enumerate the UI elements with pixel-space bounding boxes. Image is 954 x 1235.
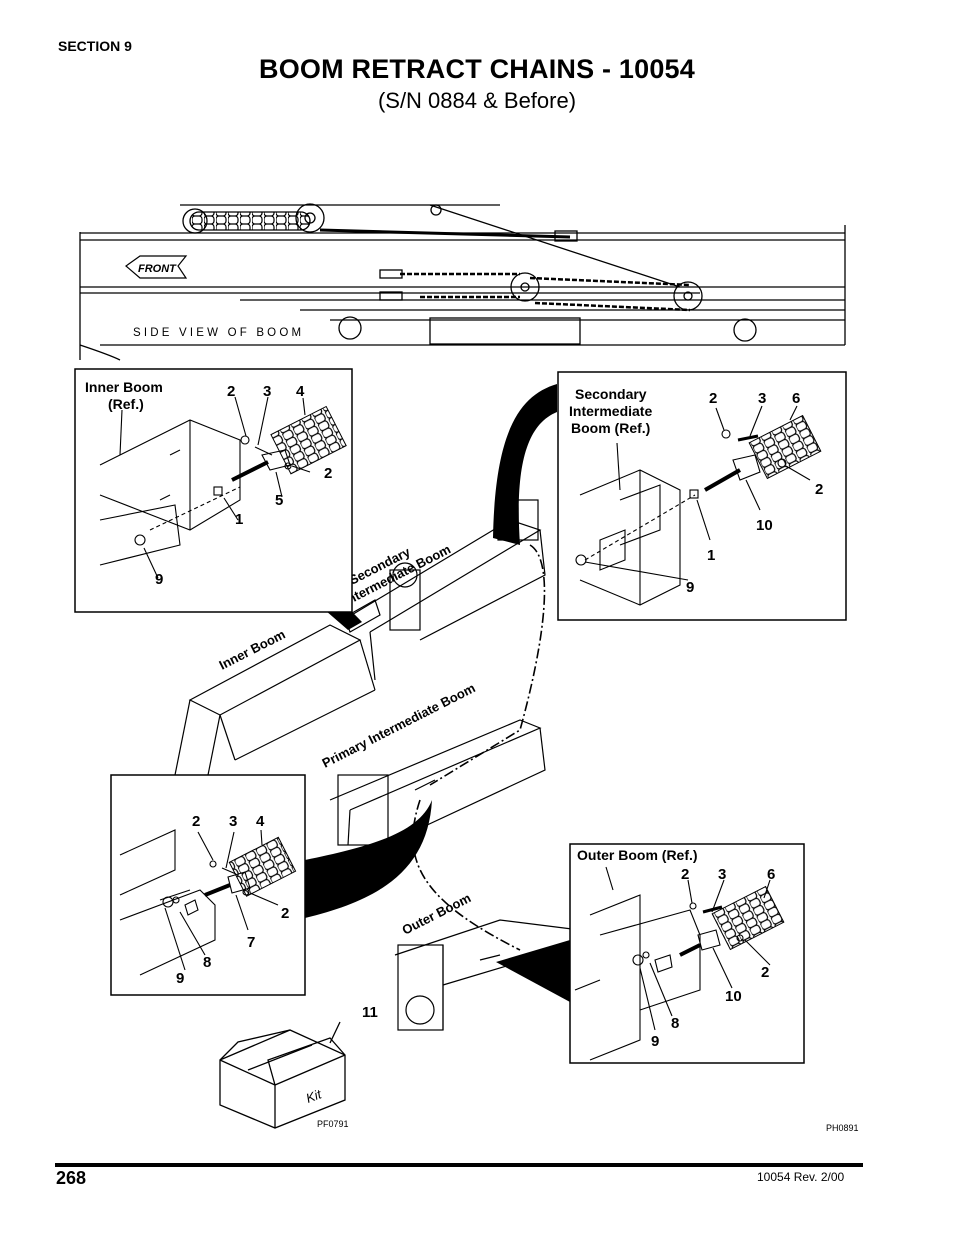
connector-primary bbox=[305, 800, 432, 918]
page-subtitle: (S/N 0884 & Before) bbox=[377, 88, 577, 113]
callout: 1 bbox=[235, 511, 243, 528]
boom-assembly-iso bbox=[174, 499, 581, 1031]
front-arrow-icon bbox=[125, 255, 188, 279]
side-view-of-boom bbox=[79, 203, 846, 361]
detail-inner-title-line2: (Ref.) bbox=[108, 396, 144, 412]
kit-box-icon bbox=[219, 1021, 346, 1129]
detail-inner-boom: Inner Boom (Ref.) 2 3 4 2 5 1 9 bbox=[74, 368, 353, 613]
detail-inner-title-line1: Inner Boom bbox=[85, 379, 163, 395]
callout: 9 bbox=[155, 571, 163, 588]
callout: 2 bbox=[324, 465, 332, 482]
detail-secondary-title-line3: Boom (Ref.) bbox=[571, 420, 650, 436]
label-primary-intermediate-boom: Primary Intermediate Boom bbox=[320, 680, 478, 770]
connector-secondary bbox=[493, 384, 557, 545]
detail-outer-title: Outer Boom (Ref.) bbox=[577, 847, 698, 863]
callout: 2 bbox=[281, 905, 289, 922]
callout: 3 bbox=[229, 813, 237, 830]
callout: 10 bbox=[756, 517, 773, 534]
detail-secondary-intermediate-boom: Secondary Intermediate Boom (Ref.) 2 3 6… bbox=[557, 371, 847, 621]
front-label: FRONT bbox=[138, 263, 177, 275]
page-title: BOOM RETRACT CHAINS - 10054 bbox=[259, 54, 695, 84]
figure-code: PH0891 bbox=[826, 1123, 859, 1133]
side-view-caption: S I D E V I E W O F B O O M bbox=[133, 327, 301, 339]
callout: 2 bbox=[681, 866, 689, 883]
callout: 3 bbox=[758, 390, 766, 407]
callout: 9 bbox=[686, 579, 694, 596]
callout: 8 bbox=[671, 1015, 679, 1032]
page-number: 268 bbox=[56, 1168, 87, 1188]
callout: 7 bbox=[247, 934, 255, 951]
detail-primary-intermediate-boom: 2 3 4 2 7 8 9 bbox=[110, 774, 306, 996]
section-label: SECTION 9 bbox=[58, 38, 132, 54]
callout: 11 bbox=[362, 1004, 378, 1021]
callout: 3 bbox=[263, 383, 271, 400]
callout: 10 bbox=[725, 988, 742, 1005]
revision-label: 10054 Rev. 2/00 bbox=[757, 1170, 845, 1184]
callout: 2 bbox=[227, 383, 235, 400]
callout: 9 bbox=[176, 970, 184, 987]
detail-secondary-title-line1: Secondary bbox=[575, 386, 647, 402]
label-outer-boom: Outer Boom bbox=[400, 890, 474, 937]
detail-outer-boom: Outer Boom (Ref.) 2 3 6 2 10 8 9 bbox=[569, 843, 805, 1064]
footer-divider bbox=[55, 1163, 863, 1167]
callout: 2 bbox=[761, 964, 769, 981]
detail-secondary-title-line2: Intermediate bbox=[569, 403, 652, 419]
callout: 9 bbox=[651, 1033, 659, 1050]
callout: 6 bbox=[767, 866, 775, 883]
callout: 8 bbox=[203, 954, 211, 971]
callout: 2 bbox=[192, 813, 200, 830]
callout: 5 bbox=[275, 492, 283, 509]
callout: 3 bbox=[718, 866, 726, 883]
callout: 4 bbox=[296, 383, 305, 400]
kit-code: PF0791 bbox=[317, 1119, 349, 1129]
callout: 1 bbox=[707, 547, 715, 564]
callout: 4 bbox=[256, 813, 265, 830]
callout: 6 bbox=[792, 390, 800, 407]
callout: 2 bbox=[709, 390, 717, 407]
label-inner-boom: Inner Boom bbox=[217, 627, 288, 673]
callout: 2 bbox=[815, 481, 823, 498]
kit-box-label: Kit bbox=[304, 1086, 325, 1106]
connector-outer bbox=[496, 940, 570, 1002]
